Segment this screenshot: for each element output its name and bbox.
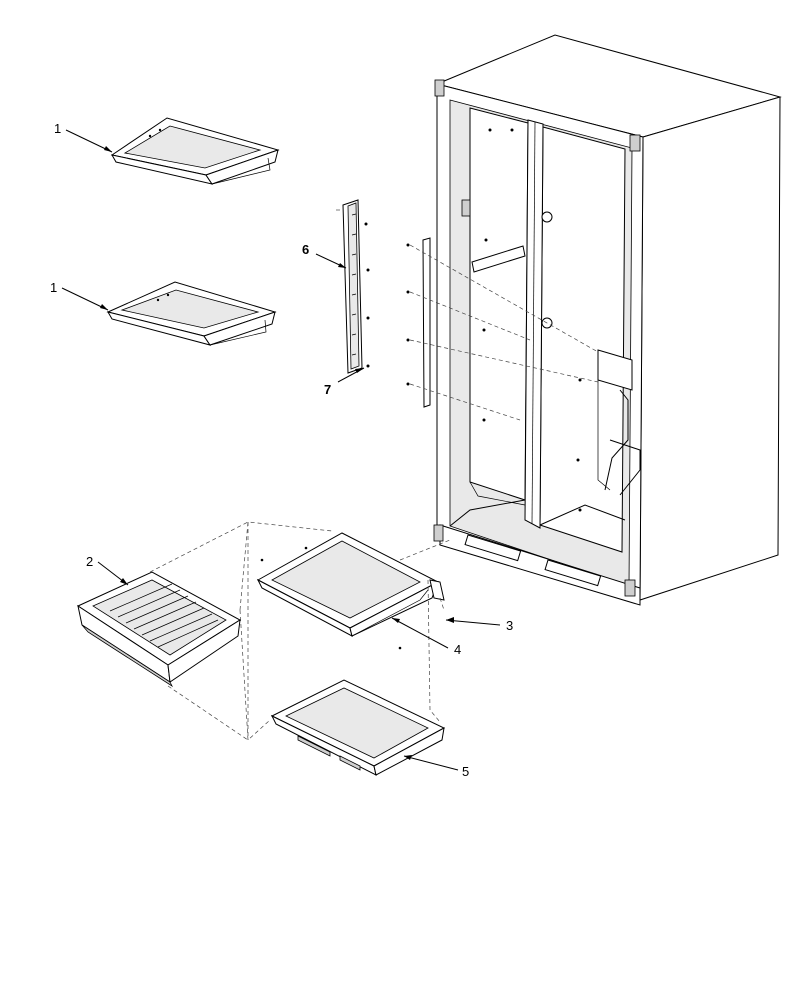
callout-glass-shelf: 4 xyxy=(454,642,461,657)
shelf-top xyxy=(110,117,280,185)
callout-crisper-cover: 5 xyxy=(462,764,469,779)
callout-crisper-bin: 2 xyxy=(86,554,93,569)
callout-shelf-clip: 3 xyxy=(506,618,513,633)
refrigerator-cabinet xyxy=(433,34,782,606)
callout-shelf-top: 1 xyxy=(54,121,61,136)
glass-shelf xyxy=(256,532,445,650)
callout-shelf-rail: 6 xyxy=(302,242,309,257)
callout-rail-screw: 7 xyxy=(324,382,331,397)
callout-shelf-middle: 1 xyxy=(50,280,57,295)
shelf-middle xyxy=(106,281,277,346)
crisper-bin xyxy=(76,571,241,688)
crisper-cover xyxy=(270,679,446,776)
shelf-rail xyxy=(336,199,599,421)
leader-lines xyxy=(61,129,501,771)
assembly-guide-lines xyxy=(149,521,451,741)
